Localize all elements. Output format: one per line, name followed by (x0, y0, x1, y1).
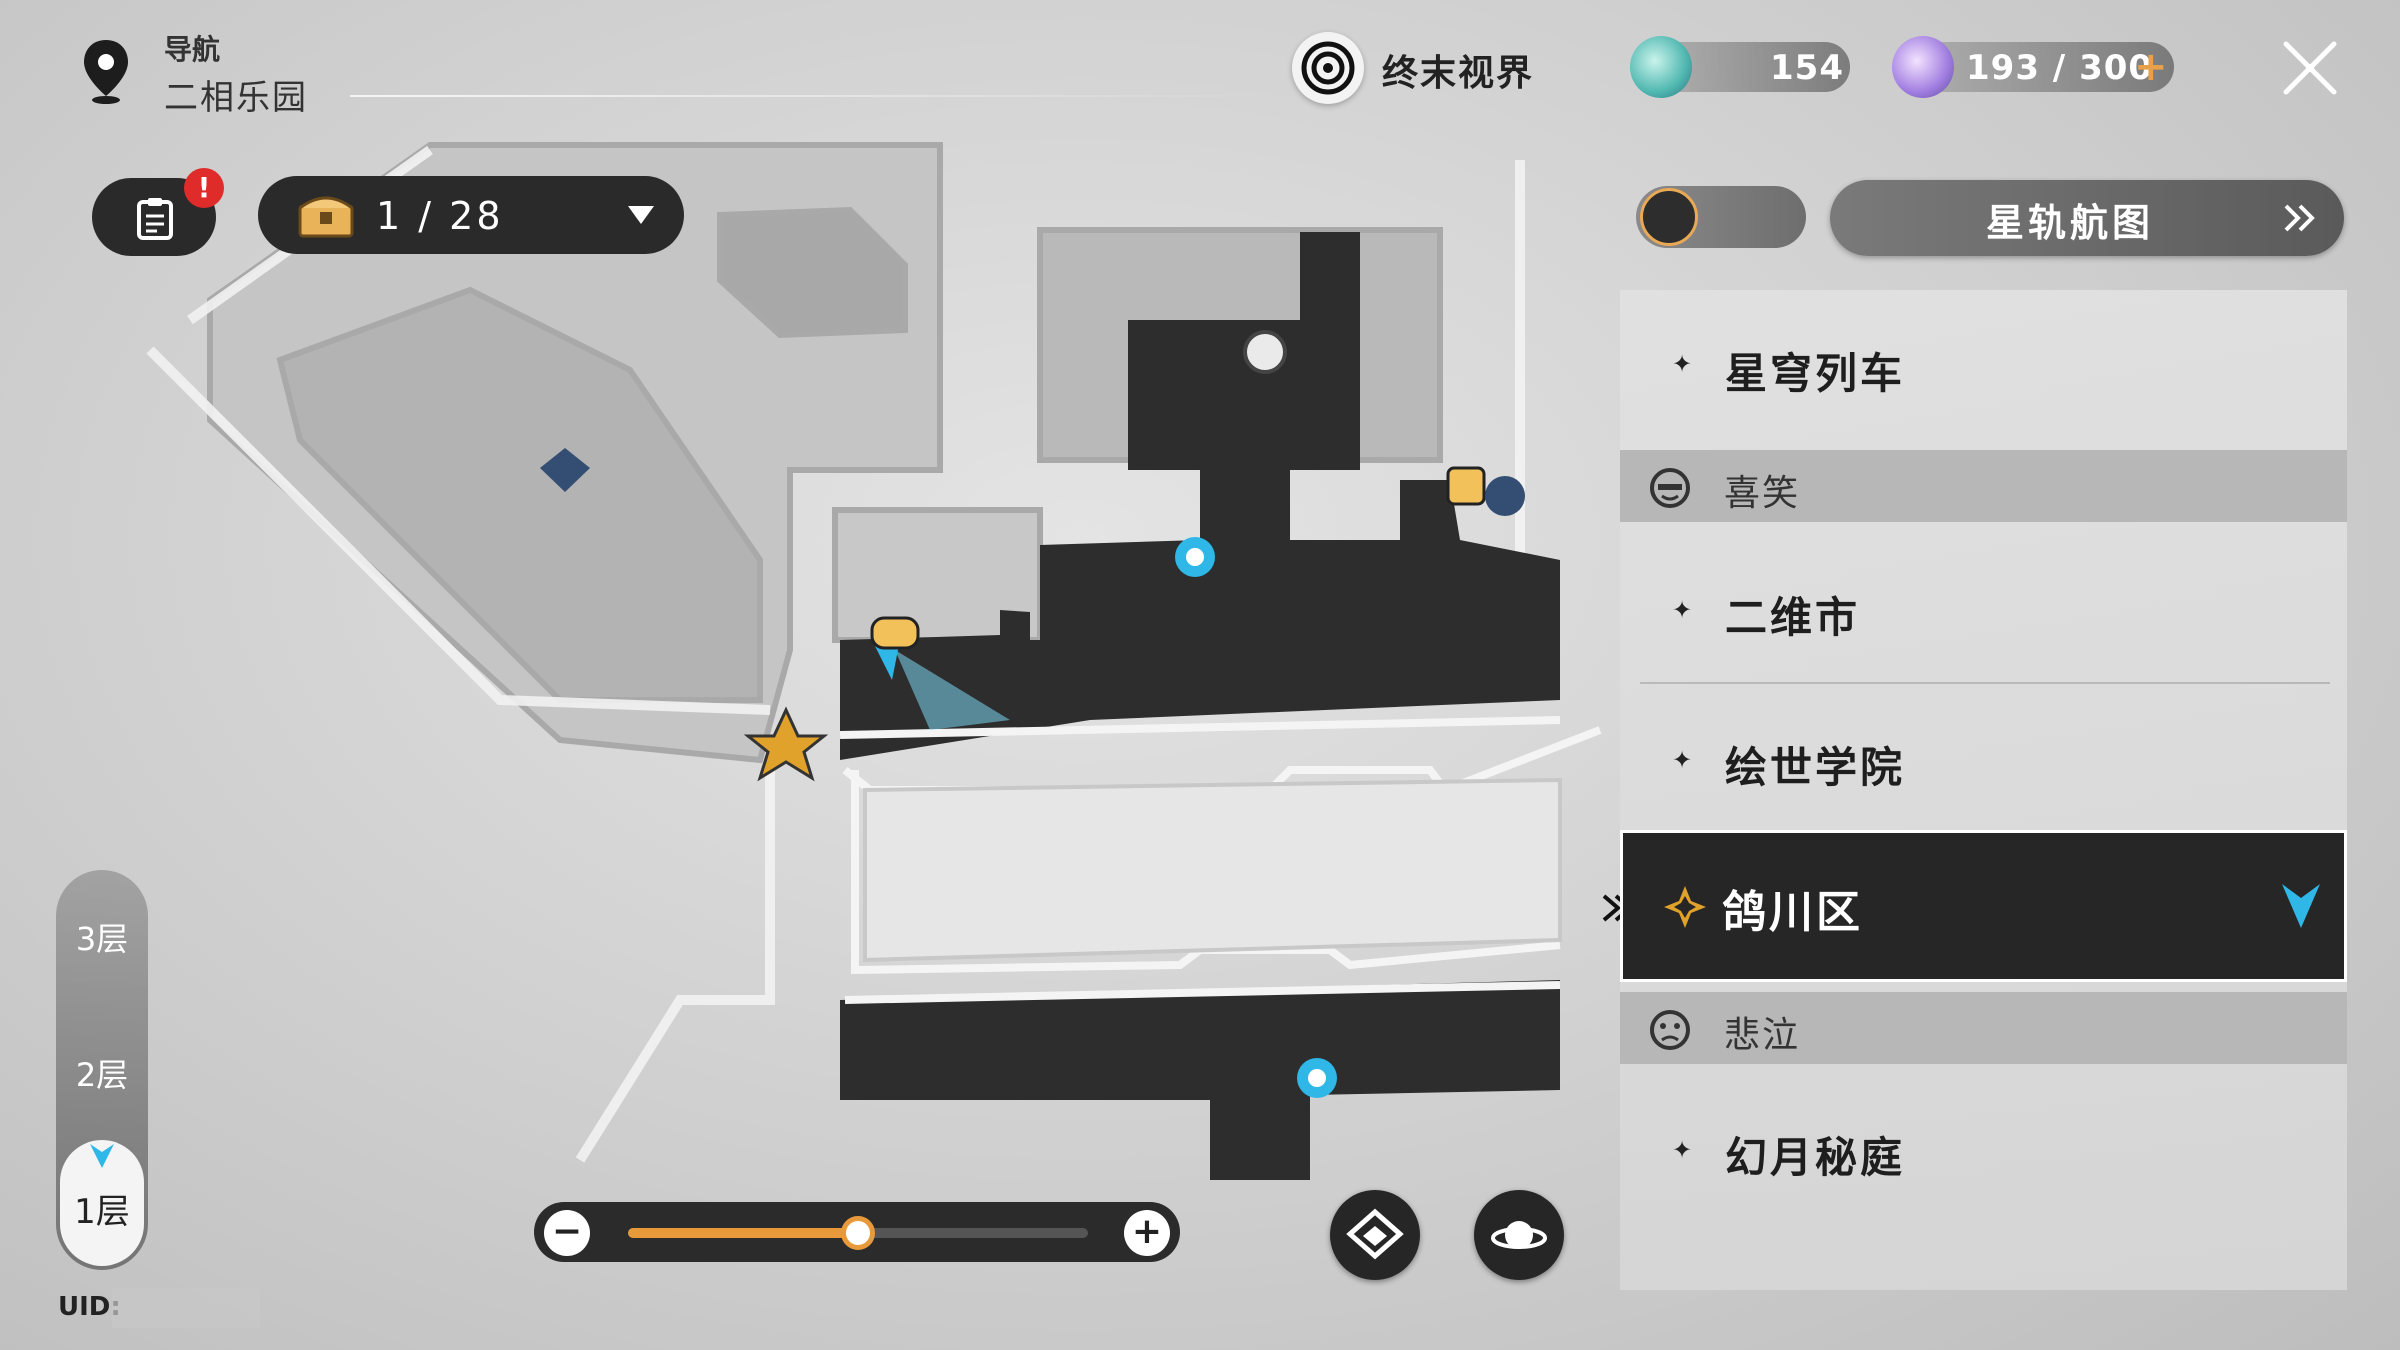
area-label: 星穹列车 (1725, 349, 1906, 398)
floor-3-button[interactable]: 3层 (75, 920, 129, 958)
sparkle-icon: ✦ (1672, 746, 1693, 774)
trailblaze-power-value: 193 / 300 (1966, 48, 2154, 88)
locked-anchor-icon (1243, 330, 1287, 374)
star-rail-map-button[interactable] (1830, 180, 2344, 256)
header-label: 喜笑 (1724, 473, 1801, 514)
close-icon[interactable] (2280, 38, 2340, 98)
double-chevron-right-icon (2284, 204, 2315, 232)
toggle-knob[interactable] (1640, 188, 1698, 246)
location-pin-icon (2282, 884, 2320, 928)
add-power-button[interactable]: + (2134, 44, 2168, 90)
player-marker-icon (870, 616, 920, 680)
list-item-area[interactable]: ✦ 绘世学院 (1620, 720, 2347, 820)
trailblaze-power-counter (1912, 42, 2174, 92)
planet-button[interactable] (1474, 1190, 1564, 1280)
home-button[interactable] (1330, 1190, 1420, 1280)
world-name[interactable]: 终末视界 (1382, 53, 1535, 94)
sparkle-icon: ✦ (1672, 1136, 1693, 1164)
laughing-face-icon (1650, 468, 1690, 508)
navigation-label: 导航 (164, 33, 221, 66)
shop-icon (1446, 466, 1525, 516)
clipboard-icon (137, 198, 173, 240)
sparkle-icon: ✦ (1672, 350, 1693, 378)
zoom-slider-handle[interactable] (841, 1216, 875, 1250)
header-label: 悲泣 (1724, 1015, 1801, 1056)
floor-1-label: 1层 (74, 1192, 130, 1232)
zoom-fill (628, 1228, 858, 1238)
treasure-chest-icon (298, 196, 354, 238)
current-location: 二相乐园 (164, 78, 308, 118)
space-anchor-icon (1175, 537, 1337, 1098)
uid-value-hidden (112, 1288, 260, 1328)
zoom-out-button[interactable]: − (544, 1210, 590, 1256)
list-header: 喜笑 (1620, 450, 2347, 522)
stellar-jade-icon (1630, 36, 1692, 98)
landmark-icon (540, 448, 590, 492)
list-item-area[interactable]: ✦ 幻月秘庭 (1620, 1110, 2347, 1210)
list-item-area[interactable]: ✦ 星穹列车 (1620, 330, 2347, 410)
teleport-star-icon (743, 706, 829, 782)
home-icon (1346, 1208, 1404, 1260)
star-rail-map-label: 星轨航图 (1985, 201, 2154, 245)
list-item-area-active[interactable]: 鸽川区 (1620, 830, 2347, 982)
chest-count: 1 / 28 (376, 194, 504, 238)
stellar-jade-value: 154 (1770, 48, 1844, 88)
trailblaze-power-icon (1892, 36, 1954, 98)
list-header: 悲泣 (1620, 992, 2347, 1064)
area-label: 二维市 (1725, 593, 1861, 642)
map-pin-icon (84, 40, 128, 104)
floor-2-button[interactable]: 2层 (75, 1056, 129, 1094)
crying-face-icon (1650, 1010, 1690, 1050)
uid-label: UID: (58, 1292, 121, 1322)
divider (1640, 682, 2330, 684)
world-icon[interactable] (1292, 32, 1364, 104)
zoom-in-button[interactable]: + (1124, 1210, 1170, 1256)
alert-badge: ! (184, 168, 224, 208)
area-label: 幻月秘庭 (1725, 1133, 1906, 1182)
teleport-star-icon (1664, 886, 1706, 928)
divider (350, 95, 1270, 97)
area-label: 绘世学院 (1725, 743, 1906, 792)
area-label: 鸽川区 (1722, 887, 1863, 938)
location-pin-icon (90, 1144, 114, 1168)
chevron-down-icon[interactable] (628, 206, 654, 224)
list-item-area[interactable]: ✦ 二维市 (1620, 570, 2347, 670)
planet-icon (1491, 1221, 1547, 1249)
sparkle-icon: ✦ (1672, 596, 1693, 624)
